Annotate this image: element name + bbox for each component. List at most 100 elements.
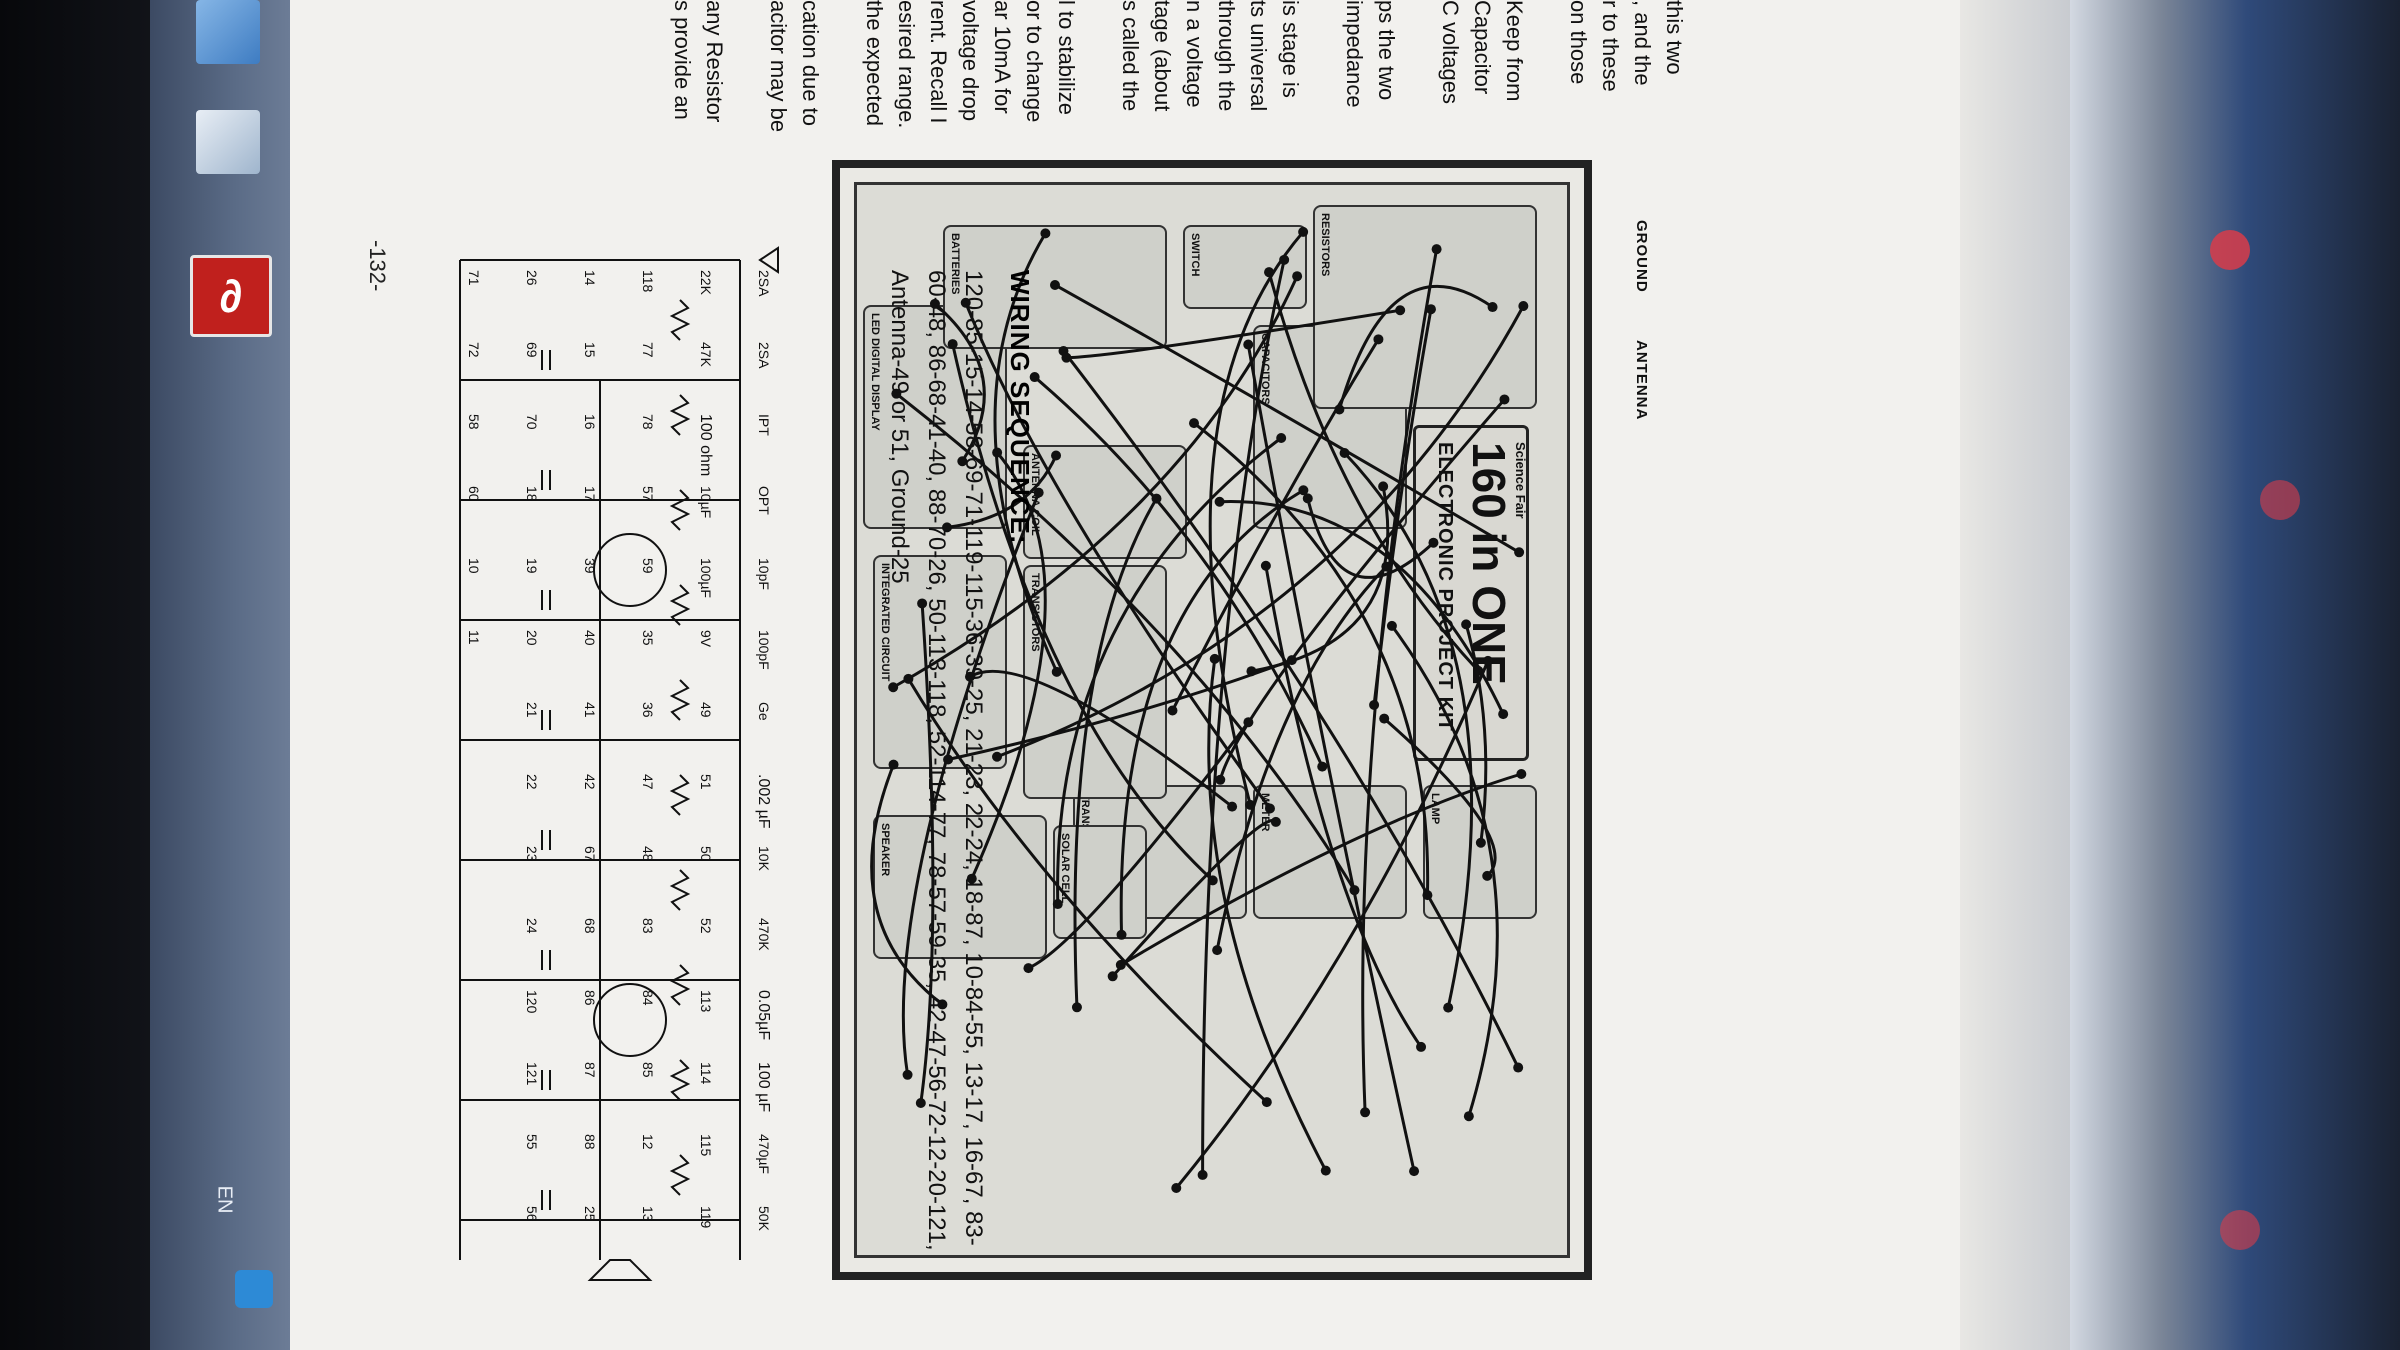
schematic-label: 35 — [640, 630, 656, 646]
transistor-symbol — [593, 533, 667, 607]
spring-terminal — [957, 456, 968, 467]
margin-line: cation due to — [798, 0, 823, 126]
schematic-label: 22 — [524, 774, 540, 790]
schematic-label: 120 — [524, 990, 540, 1014]
wire — [1119, 488, 1305, 935]
resistor-symbol — [669, 869, 691, 911]
schematic-label: 20 — [524, 630, 540, 646]
spring-terminal — [1276, 433, 1287, 444]
schematic-label: 18 — [524, 486, 540, 502]
schematic-label: 69 — [524, 342, 540, 358]
schematic-label: 41 — [582, 702, 598, 718]
schematic-label: 39 — [582, 558, 598, 574]
schematic-label: 470µF — [756, 1134, 772, 1174]
schematic-label: 14 — [582, 270, 598, 286]
wire — [1372, 308, 1433, 706]
spring-terminal — [947, 339, 958, 350]
wire — [1246, 344, 1416, 1172]
wire — [919, 603, 935, 1104]
spring-terminal — [1298, 485, 1309, 496]
spring-terminal — [1261, 1097, 1272, 1108]
wiring-sequence: 120-85-15-14-58-69-71-119-115-36-39-25, … — [886, 270, 987, 1251]
schematic-label: 78 — [640, 414, 656, 430]
schematic-label: 100µF — [698, 558, 714, 598]
page-number: -132- — [365, 240, 390, 292]
resistor-symbol — [669, 1059, 691, 1101]
margin-line: Capacitor — [1470, 0, 1495, 95]
wire — [1201, 259, 1286, 1175]
spring-terminal — [1513, 1062, 1524, 1073]
browser-icon[interactable] — [196, 0, 260, 64]
margin-line: n a voltage — [1182, 0, 1207, 108]
schematic-label: 22K — [698, 270, 714, 295]
resistor-symbol — [669, 679, 691, 721]
wire — [1306, 497, 1435, 579]
spring-terminal — [1349, 885, 1360, 896]
margin-line: tage (about — [1150, 0, 1175, 112]
schematic-label: 88 — [582, 1134, 598, 1150]
schematic-label: 85 — [640, 1062, 656, 1078]
wire — [993, 232, 1059, 673]
schematic-label: 9V — [698, 630, 714, 648]
margin-line: ts universal — [1246, 0, 1271, 112]
spring-terminal — [1116, 929, 1127, 940]
margin-line: , and the — [1630, 0, 1655, 86]
spring-terminal — [1395, 305, 1406, 316]
margin-line: C voltages — [1438, 0, 1463, 104]
spring-terminal — [964, 671, 975, 682]
spring-terminal — [1514, 547, 1525, 558]
schematic-label: 58 — [466, 414, 482, 430]
margin-line: acitor may be — [766, 0, 791, 133]
schematic-label: 0.05µF — [755, 990, 772, 1041]
margin-line: s provide an — [670, 0, 695, 120]
schematic-drawing — [459, 246, 779, 1281]
schematic-label: 67 — [582, 846, 598, 862]
spring-terminal — [1499, 394, 1510, 405]
schematic-label: IPT — [756, 414, 772, 436]
resistor-symbol — [669, 299, 691, 341]
wire — [1111, 818, 1278, 978]
taskbar: ∂ EN — [150, 0, 290, 1350]
schematic-label: 47 — [640, 774, 656, 790]
margin-line: is stage is — [1278, 0, 1303, 98]
schematic-label: 15 — [582, 342, 598, 358]
spring-terminal — [1033, 487, 1044, 498]
wire — [1193, 421, 1430, 896]
schematic-label: 114 — [698, 1062, 714, 1085]
spring-terminal — [1302, 493, 1313, 504]
wire — [969, 669, 1234, 808]
schematic-label: 19 — [524, 558, 540, 574]
spring-terminal — [1320, 1165, 1331, 1176]
spring-terminal — [1518, 300, 1529, 311]
spring-terminal — [943, 754, 954, 765]
wire — [1054, 283, 1520, 554]
schematic-label: 118 — [640, 270, 656, 293]
wire — [1062, 350, 1520, 1069]
spring-terminal — [1214, 496, 1225, 507]
schematic-label: 100 ohm — [697, 414, 714, 477]
margin-line: ps the two — [1374, 0, 1399, 101]
kit-board-illustration: Science Fair 160 in ONE ELECTRONIC PROJE… — [832, 160, 1592, 1280]
language-indicator[interactable]: EN — [213, 1185, 236, 1214]
wire — [970, 451, 1047, 880]
margin-line: this two — [1662, 0, 1687, 75]
acrobat-icon[interactable]: ∂ — [190, 255, 272, 337]
margin-line: impedance — [1342, 0, 1367, 108]
spring-terminal — [915, 1097, 926, 1108]
spring-terminal — [1243, 339, 1254, 350]
schematic-label: 36 — [640, 702, 656, 718]
spring-terminal — [1409, 1166, 1420, 1177]
spring-terminal — [1292, 271, 1303, 282]
desktop-background — [2060, 0, 2400, 1350]
wire — [996, 305, 1525, 759]
spring-terminal — [1317, 761, 1328, 772]
schematic-label: 49 — [698, 702, 714, 718]
schematic-label: 16 — [582, 414, 598, 430]
app-icon[interactable] — [235, 1270, 273, 1308]
spring-terminal — [1431, 244, 1442, 255]
schematic-label: 2SA — [756, 270, 772, 297]
notes-icon[interactable] — [196, 110, 260, 174]
ground-label: GROUND — [1633, 220, 1650, 293]
spring-terminal — [1463, 1111, 1474, 1122]
